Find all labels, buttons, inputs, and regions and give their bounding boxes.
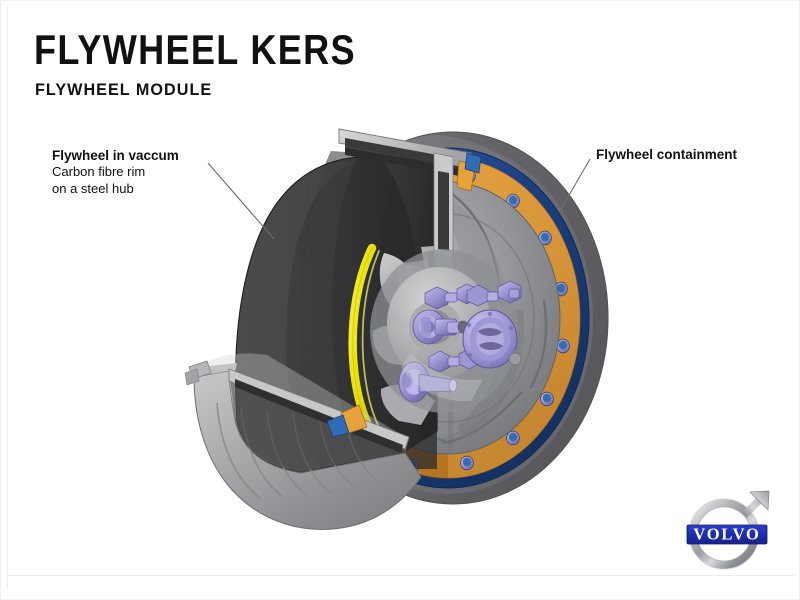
- callout-flywheel-containment: Flywheel containment: [596, 146, 737, 163]
- page-subtitle: FLYWHEEL MODULE: [35, 80, 213, 99]
- housing-shell-bottom-left: [184, 353, 422, 530]
- flange-cut-face-bottom: [326, 404, 368, 438]
- housing-spoke-webs: [350, 186, 546, 453]
- volvo-wordmark: VOLVO: [693, 525, 760, 544]
- flywheel-inner-ring-yellow: [348, 243, 380, 439]
- title-block: FLYWHEEL KERS FLYWHEEL MODULE: [34, 29, 454, 100]
- page-title: FLYWHEEL KERS: [34, 26, 356, 73]
- hub-valve-fittings: [424, 280, 522, 373]
- frame-left-rule: [7, 7, 8, 589]
- volvo-arrow-icon: [741, 490, 770, 518]
- frame-bottom-rule: [7, 575, 795, 576]
- internal-hub-spokes: [372, 245, 445, 425]
- callout-left-line1: Carbon fibre rim: [52, 164, 146, 180]
- flange-bolts: [359, 168, 570, 474]
- callout-right-heading: Flywheel containment: [596, 147, 738, 162]
- leader-lines: [207, 158, 591, 240]
- central-hub-assembly: [370, 249, 522, 413]
- containment-blue-ring: [306, 147, 590, 489]
- volvo-logo: VOLVO: [686, 490, 770, 570]
- flange-cut-face-top: [456, 152, 482, 192]
- leader-line-right: [560, 158, 591, 210]
- callout-flywheel-in-vacuum: Flywheel in vaccum Carbon fibre rim on a…: [52, 147, 179, 198]
- housing-cut-lip-top: [338, 128, 472, 307]
- hub-purple-port: [462, 309, 522, 369]
- flywheel-containment-rim: [297, 131, 609, 505]
- flange-ring-orange: [315, 157, 581, 479]
- leader-line-left: [207, 162, 275, 240]
- volvo-band: [687, 525, 767, 544]
- hub-cylindrical-fitting: [398, 361, 458, 403]
- callout-left-line2: on a steel hub: [52, 180, 134, 196]
- callout-left-heading: Flywheel in vaccum: [52, 148, 179, 163]
- carbon-fibre-flywheel-drum: [235, 156, 438, 474]
- hub-shaft: [412, 309, 469, 345]
- housing-end-plate: [335, 181, 561, 455]
